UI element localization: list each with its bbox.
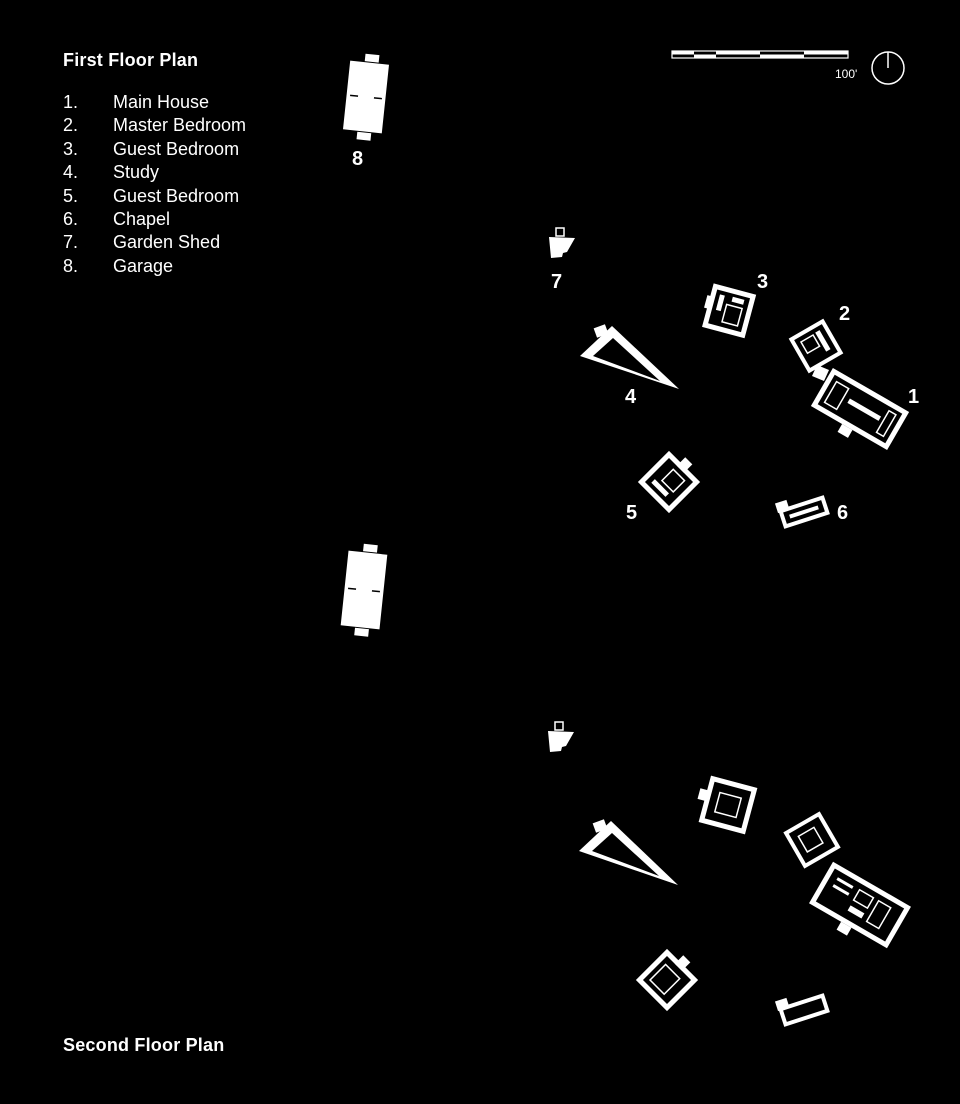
building-chapel-upper [774,993,830,1027]
legend-item-study: 4. Study [63,161,246,184]
legend-number: 6. [63,208,79,229]
second-floor-plan [339,543,911,1027]
link-passage [812,365,829,381]
building-number-study: 4 [625,386,637,408]
legend-label: Chapel [113,208,171,229]
building-garage-upper [339,543,389,637]
scale-bar [671,50,849,59]
first-floor-plan: 8 7 3 2 1 4 5 6 [341,53,919,529]
building-garden-shed [549,227,575,258]
building-number-main-house: 1 [908,386,919,408]
legend-number: 7. [63,232,79,253]
building-number-chapel: 6 [837,502,848,524]
legend-number: 3. [63,138,79,159]
legend-label: Garage [113,255,174,276]
building-number-guest-bedroom-5: 5 [626,502,637,524]
building-garage [341,53,391,141]
building-number-garden-shed: 7 [551,271,562,293]
legend-item-garage: 8. Garage [63,255,246,278]
north-arrow-icon [871,51,905,85]
legend-item-guest-bedroom-2: 5. Guest Bedroom [63,185,246,208]
legend-item-chapel: 6. Chapel [63,208,246,231]
building-master-bedroom [788,318,844,374]
legend-label: Guest Bedroom [113,185,240,206]
legend-label: Guest Bedroom [113,138,240,159]
building-master-bedroom-upper [783,811,841,869]
legend-item-master-bedroom: 2. Master Bedroom [63,114,246,137]
legend-label: Garden Shed [113,232,221,253]
building-guest-bedroom-5 [637,450,701,514]
building-study [580,324,679,389]
legend-number: 4. [63,162,79,183]
second-floor-plan-title: Second Floor Plan [63,1035,225,1055]
legend-item-garden-shed: 7. Garden Shed [63,231,246,254]
scale-bar-label: 100' [835,67,858,81]
building-main-house [810,367,910,451]
legend-label: Study [113,162,160,183]
building-guest-bedroom-5-upper [635,948,699,1012]
building-study-upper [579,819,678,885]
first-floor-plan-title: First Floor Plan [63,50,199,70]
building-number-garage: 8 [352,148,363,170]
legend-label: Master Bedroom [113,115,247,136]
building-number-master-bedroom: 2 [839,303,850,325]
building-guest-bedroom-3-upper [697,775,758,835]
legend-number: 2. [63,115,79,136]
building-main-house-upper [809,861,911,949]
building-guest-bedroom-3 [702,283,757,339]
building-garden-shed-upper [548,721,574,752]
building-legend: 1. Main House 2. Master Bedroom 3. Guest Be… [63,91,246,278]
legend-number: 5. [63,185,79,206]
legend-item-main-house: 1. Main House [63,91,246,114]
legend-label: Main House [113,92,210,112]
legend-number: 8. [63,255,79,276]
legend-item-guest-bedroom: 3. Guest Bedroom [63,138,246,161]
building-number-guest-bedroom-3: 3 [757,271,768,293]
building-chapel [774,495,830,529]
legend-number: 1. [63,92,79,112]
